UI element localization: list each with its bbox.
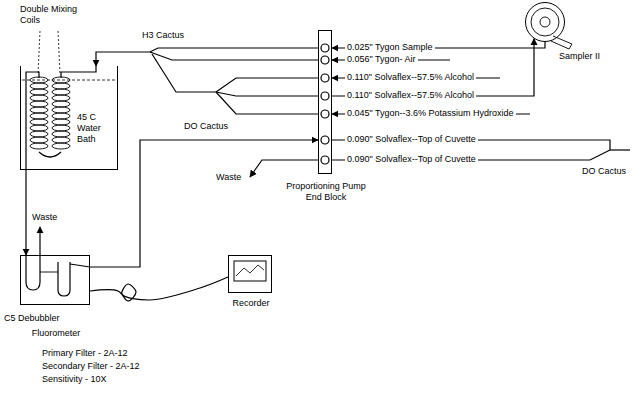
callout-label: 0.110" Solvaflex--57.5% Alcohol: [345, 72, 476, 83]
pump-end-block: Proportioning Pump End Block: [318, 30, 332, 174]
coil-winding: [30, 107, 48, 113]
sampler-hub: [540, 17, 550, 27]
leader-line: [38, 31, 40, 74]
debubbler-link: [40, 272, 58, 273]
water-bath: 45 C Water Bath: [20, 66, 118, 170]
coil-winding: [52, 89, 70, 95]
node-label: Proportioning Pump End Block: [278, 181, 374, 203]
c5-debubbler: [26, 255, 40, 290]
coil-inlet: [61, 66, 96, 78]
coil-winding: [52, 107, 70, 113]
coil-winding: [30, 119, 48, 125]
hydroxide-tube: [216, 92, 318, 114]
coil-winding: [52, 101, 70, 107]
fluorometer-box: Fluorometer: [20, 255, 90, 305]
flow-tube: [96, 48, 318, 66]
coil-winding: [30, 77, 48, 83]
do-cactus-outlet: [610, 149, 630, 150]
coil-winding: [52, 95, 70, 101]
mixing-coils: [30, 77, 70, 149]
callout-label: Secondary Filter - 2A-12: [40, 361, 142, 372]
node-label: 45 C Water Bath: [77, 112, 117, 145]
cuvette-outlet: [70, 264, 90, 267]
callout-label: H3 Cactus: [140, 30, 186, 41]
coil-winding: [30, 125, 48, 131]
coil-winding: [30, 137, 48, 143]
coil-winding: [30, 95, 48, 101]
callout-label: 0.056" Tygon- Air: [345, 54, 418, 65]
coil-winding: [30, 143, 48, 149]
recorder-trace: [236, 265, 264, 276]
callout-label: Primary Filter - 2A-12: [40, 348, 130, 359]
coil-winding: [30, 83, 48, 89]
coil-winding: [30, 113, 48, 119]
coil-winding: [30, 89, 48, 95]
signal-cable: [90, 277, 228, 301]
coil-winding: [52, 125, 70, 131]
coil-winding: [52, 137, 70, 143]
coil-winding: [30, 131, 48, 137]
tube-label: 0.110" Solvaflex--57.5% Alcohol: [345, 90, 476, 101]
coil-winding: [52, 77, 70, 83]
waste-tube: [250, 160, 318, 177]
node-label: Sampler II: [559, 51, 621, 62]
waste-tube: [39, 227, 40, 262]
recorder-chart: [234, 261, 266, 281]
callout-label: C5 Debubbler: [2, 313, 62, 324]
callout-label: Waste: [30, 212, 59, 223]
coil-outlet: [26, 72, 39, 170]
flow-cuvette: [58, 262, 70, 296]
flow-tube: [332, 39, 534, 96]
node-label: Fluorometer: [11, 328, 101, 339]
callout-label: Double Mixing Coils: [18, 4, 88, 26]
sampler-tray: [531, 8, 559, 36]
sampler-arm: [551, 36, 572, 49]
do-cactus-outlet: [152, 54, 216, 92]
air-tube: [150, 52, 318, 60]
callout-label: 0.090" Solvaflex--Top of Cuvette: [345, 154, 478, 165]
coil-winding: [52, 83, 70, 89]
coil-winding: [30, 101, 48, 107]
alcohol-tube: [216, 92, 318, 96]
node-label: Recorder: [221, 298, 281, 309]
callout-label: DO Cactus: [580, 166, 628, 177]
callout-label: Sensitivity - 10X: [40, 374, 109, 385]
callout-label: 0.045" Tygon--3.6% Potassium Hydroxide: [345, 108, 516, 119]
callout-label: DO Cactus: [182, 121, 230, 132]
callout-label: Waste: [214, 172, 243, 183]
water-level: [22, 80, 116, 81]
alcohol-tube: [216, 78, 318, 92]
callout-label: 0.090" Solvaflex--Top of Cuvette: [345, 134, 478, 145]
tube-label: 0.025" Tygon Sample: [345, 42, 435, 53]
leader-line: [58, 31, 60, 74]
flow-tube: [90, 140, 318, 267]
coil-winding: [52, 131, 70, 137]
pump-ports: [321, 44, 329, 164]
flow-tube: [25, 170, 26, 255]
recorder-box: Recorder: [228, 255, 272, 293]
coil-winding: [52, 143, 70, 149]
coil-winding: [52, 113, 70, 119]
sampler-turntable: Sampler II: [525, 2, 565, 42]
coil-link: [39, 152, 61, 157]
coil-winding: [52, 119, 70, 125]
